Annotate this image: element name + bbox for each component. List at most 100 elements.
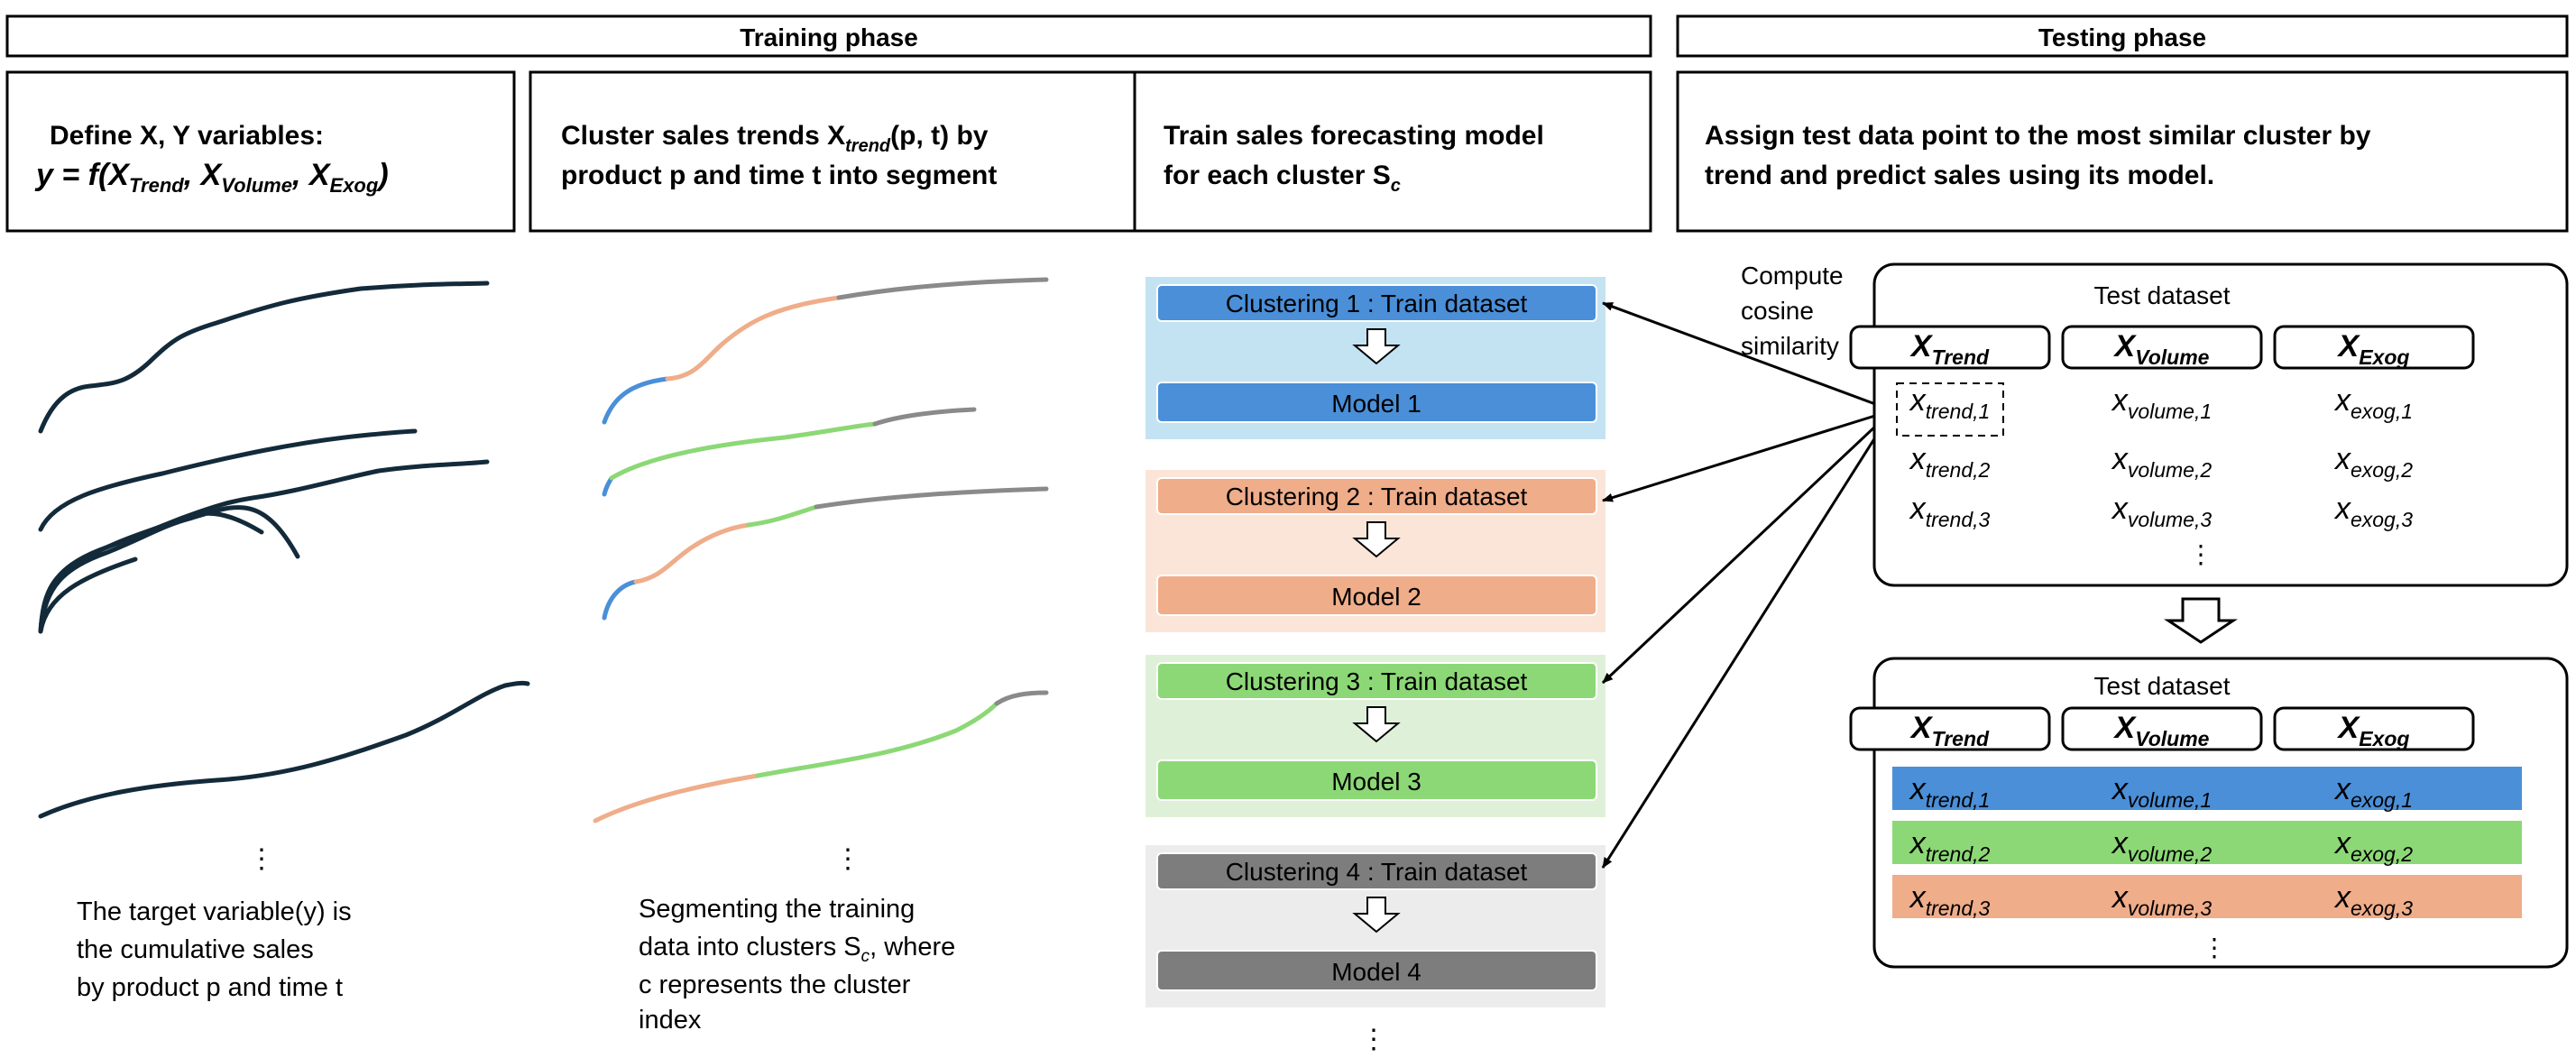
test2-col-header-3: XExog [2337, 711, 2410, 750]
test1-cell-2-1-sub: trend,2 [1926, 458, 1991, 482]
test2-cell-3-3-main: x [2333, 880, 2351, 915]
test1-col-header-2: XVolume [2113, 329, 2210, 369]
seg-curve-1-gray [836, 277, 1049, 300]
raw-curve-2 [38, 428, 418, 532]
cluster-label-4: Clustering 4 : Train dataset [1226, 858, 1528, 886]
test2-col-header-3-main: X [2337, 711, 2361, 745]
arrow-to-cluster-3 [1601, 409, 1894, 685]
model-box-2 [1156, 575, 1597, 616]
test1-col-header-2-sub: Volume [2135, 345, 2209, 369]
cluster-trends-box [529, 70, 1138, 233]
segmented-sales-curves [593, 277, 1049, 823]
test1-cell-3-1: xtrend,3 [1909, 492, 1991, 531]
caption-segment-1: Segmenting the training [639, 895, 915, 924]
training-phase-box [5, 14, 1652, 58]
test1-cell-3-2-main: x [2111, 492, 2129, 526]
test1-cell-3-3-main: x [2333, 492, 2351, 526]
test1-cell-2-3-sub: exog,2 [2351, 458, 2413, 482]
formula-start: y = f(X [34, 158, 131, 192]
test2-col-header-3-sub: Exog [2359, 727, 2409, 750]
training-phase-label: Training phase [740, 23, 918, 51]
define-variables-formula: y = f(XTrend, XVolume, XExog) [34, 158, 389, 197]
caption-target-2: the cumulative sales [77, 935, 314, 964]
cluster-label-box-4 [1156, 852, 1597, 890]
define-variables-line1: Define X, Y variables: [50, 121, 324, 151]
test2-cell-2-2-sub: volume,2 [2128, 842, 2213, 866]
test2-cell-2-1-sub: trend,2 [1926, 842, 1991, 866]
cluster-label-2: Clustering 2 : Train dataset [1226, 483, 1528, 511]
test2-cell-2-1-main: x [1909, 826, 1927, 860]
test-dataset-2-title: Test dataset [2094, 672, 2231, 700]
cluster-line1a: Cluster sales trends X [561, 121, 845, 151]
assign-test-line2: trend and predict sales using its model. [1705, 161, 2214, 190]
test1-cell-1-2-main: x [2111, 383, 2129, 418]
cluster-label-box-1 [1156, 284, 1597, 322]
cluster-label-1: Clustering 1 : Train dataset [1226, 290, 1528, 317]
test2-cell-3-3: xexog,3 [2333, 880, 2413, 920]
define-line1-text: Define X, Y variables: [50, 121, 324, 151]
test1-cell-3-2-sub: volume,3 [2128, 508, 2213, 531]
similarity-line3: similarity [1741, 332, 1839, 360]
seg-curve-2-green [609, 421, 878, 481]
test1-cell-2-3: xexog,2 [2333, 442, 2413, 482]
ellipsis-col2: ⋮ [834, 844, 861, 874]
cluster-down-arrow-icon-2 [1352, 521, 1401, 558]
test2-col-header-2-main: X [2113, 711, 2138, 745]
test2-cell-2-3-sub: exog,2 [2351, 842, 2413, 866]
model-label-4: Model 4 [1331, 958, 1421, 986]
seg-curve-2-gray [872, 407, 977, 427]
test1-col-header-box-1 [1849, 325, 2051, 370]
test1-cell-1-1-main: x [1909, 383, 1927, 418]
test1-col-header-3-main: X [2337, 329, 2361, 363]
test2-cell-1-3-main: x [2333, 772, 2351, 806]
test2-col-header-box-2 [2061, 706, 2263, 751]
assign-test-box [1676, 70, 2569, 233]
arrow-to-cluster-4 [1601, 409, 1894, 869]
test2-cell-1-3: xexog,1 [2333, 772, 2413, 812]
test2-cell-1-2-sub: volume,1 [2128, 788, 2212, 812]
test-dataset-1-frame [1872, 262, 2569, 587]
cluster-trends-line2: product p and time t into segment [561, 161, 997, 190]
formula-sub-exog: Exog [330, 174, 379, 197]
cluster-line1-sub: trend [845, 136, 891, 156]
test1-col-header-box-3 [2273, 325, 2475, 370]
seg-curve-3-green [746, 504, 819, 528]
test2-cell-2-2: xvolume,2 [2111, 826, 2213, 866]
test1-col-header-1-main: X [1909, 329, 1934, 363]
test2-cell-3-3-sub: exog,3 [2351, 897, 2413, 920]
test1-cell-2-2-sub: volume,2 [2128, 458, 2213, 482]
testing-phase-box [1676, 14, 2569, 58]
test2-cell-2-2-main: x [2111, 826, 2129, 860]
test1-cell-3-2: xvolume,3 [2111, 492, 2213, 531]
arrow-to-cluster-2 [1602, 409, 1893, 502]
train-model-line1: Train sales forecasting model [1164, 121, 1544, 151]
cluster-label-3: Clustering 3 : Train dataset [1226, 667, 1528, 695]
seg-curve-4-orange [593, 773, 760, 823]
test2-cell-1-2-main: x [2111, 772, 2129, 806]
test1-cell-1-3-sub: exog,1 [2351, 400, 2413, 423]
raw-curves-fix [38, 459, 490, 634]
seg-curve-3-gray [814, 486, 1049, 510]
seg-curve-4-green [755, 701, 999, 778]
cluster-down-arrow-icon-3 [1352, 706, 1401, 743]
test1-cell-2-2-main: x [2111, 442, 2129, 476]
raw-curve-3b [38, 459, 490, 634]
test1-col-header-2-main: X [2113, 329, 2138, 363]
seg-curve-1-blue [602, 376, 670, 425]
similarity-arrows [1601, 301, 1894, 869]
caption-segment-2: data into clusters Sc, where [639, 933, 955, 966]
test2-col-header-box-1 [1849, 706, 2051, 751]
test1-col-header-1: XTrend [1909, 329, 1990, 369]
caption-target-3: by product p and time t [77, 973, 343, 1002]
model-box-4 [1156, 950, 1597, 991]
caption-segment-2b: , where [869, 933, 955, 961]
test1-cell-2-1: xtrend,2 [1909, 442, 1991, 482]
train-model-line2: for each cluster Sc [1164, 161, 1401, 196]
test1-cell-2-3-main: x [2333, 442, 2351, 476]
test1-col-header-3: XExog [2337, 329, 2410, 369]
